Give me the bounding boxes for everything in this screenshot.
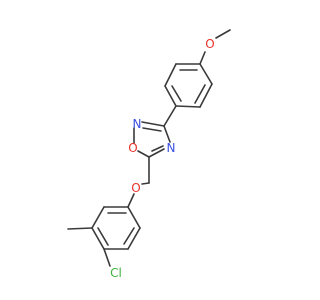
bond-ch2-o	[141, 182, 150, 185]
bond-b3	[91, 227, 105, 250]
bond-a2	[199, 83, 213, 108]
bond-b6	[127, 206, 141, 229]
bond-b2	[91, 206, 105, 229]
bond-c5-n4	[148, 148, 165, 158]
bond-cl	[103, 248, 111, 267]
bond-o-aryl	[127, 193, 135, 208]
ether-oxygen-label: O	[131, 181, 140, 195]
bond-c5-n4-double	[151, 145, 164, 152]
ring-nitrogen-top-label: N	[133, 117, 142, 131]
chlorine-label: Cl	[110, 266, 122, 280]
molecule-structure: O N O N O Cl	[67, 29, 231, 280]
bond-a2-inner	[194, 84, 206, 104]
bond-a3	[175, 105, 201, 108]
bond-a1	[199, 63, 213, 85]
ring-oxygen-label: O	[128, 141, 137, 155]
oxygen-methoxy-label: O	[205, 37, 214, 51]
bond-b5	[127, 227, 141, 250]
molecule-diagram: O N O N O Cl	[67, 29, 231, 280]
ring-nitrogen-bottom-label: N	[167, 141, 176, 155]
bond-o1-c5	[137, 150, 150, 158]
bond-b3-inner	[97, 227, 109, 246]
bond-c3-n2-double	[142, 127, 162, 132]
bond-n4-c3	[163, 125, 171, 143]
bond-c3-n2	[141, 121, 165, 127]
bond-methyl-o	[215, 29, 231, 39]
bond-a4	[164, 85, 177, 107]
bond-aryl-oxadiazole	[163, 105, 177, 127]
bond-methyl	[67, 227, 93, 230]
bond-b5-inner	[123, 227, 135, 245]
bond-a5	[164, 63, 177, 87]
bond-a4-inner	[171, 85, 182, 102]
bond-o-ring	[199, 51, 206, 65]
